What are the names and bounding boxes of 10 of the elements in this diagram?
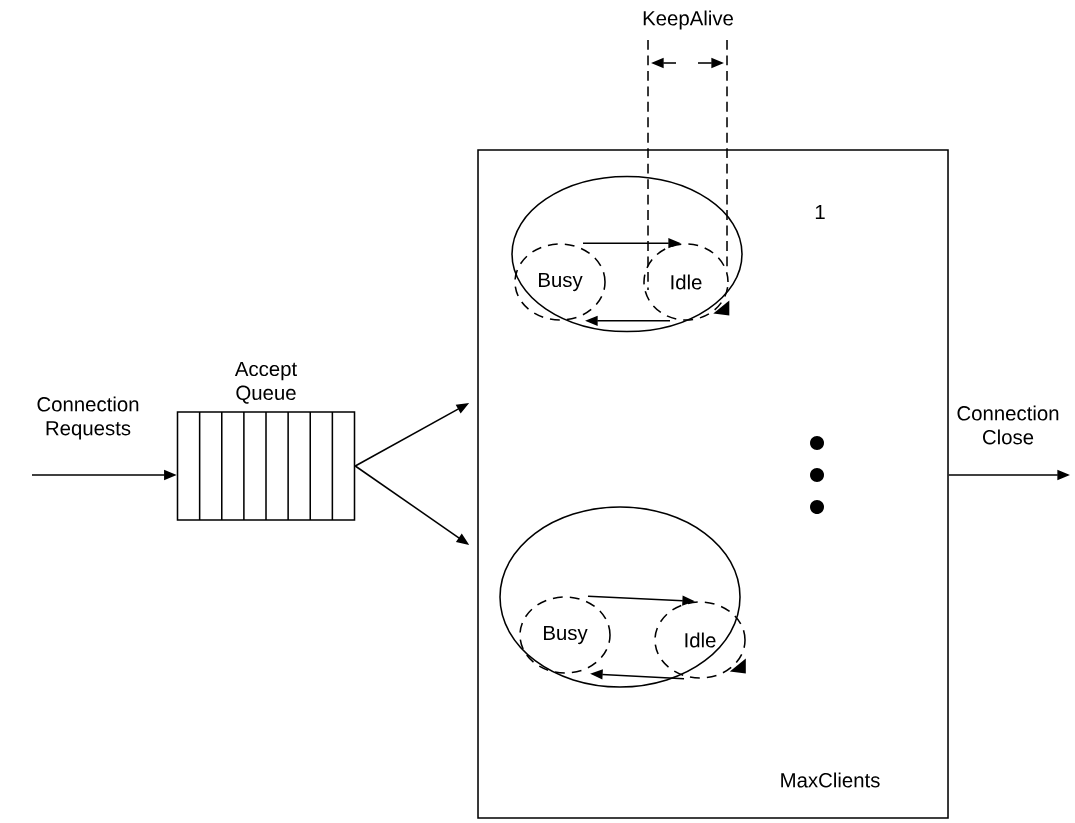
- edge-label: Connection Close: [957, 405, 1059, 445]
- node-label: Accept Queue: [234, 361, 298, 404]
- dimension-label: KeepAlive: [643, 10, 733, 30]
- queue: Accept Queue: [176, 361, 356, 521]
- edge-label: Connection Requests: [37, 396, 139, 440]
- text-label: 1: [815, 205, 825, 219]
- text-label: MaxClients: [781, 772, 880, 788]
- process-circle: [511, 175, 743, 333]
- server-box: [477, 149, 949, 819]
- process-circle: [499, 506, 741, 688]
